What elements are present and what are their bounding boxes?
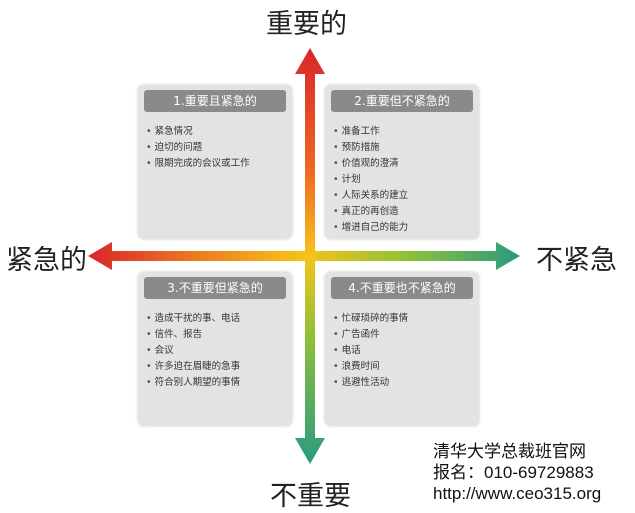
quadrant-not-important-not-urgent: 4.不重要也不紧急的 忙碌琐碎的事情 广告函件 电话 浪费时间 逃避性活动 <box>325 272 479 426</box>
horizontal-arrow <box>88 242 520 270</box>
quadrant-important-not-urgent: 2.重要但不紧急的 准备工作 预防措施 价值观的澄清 计划 人际关系的建立 真正… <box>325 85 479 239</box>
quadrant-not-important-urgent: 3.不重要但紧急的 造成干扰的事、电话 信件、报告 会议 许多迫在眉睫的急事 符… <box>138 272 292 426</box>
footer-title: 清华大学总裁班官网 <box>433 442 586 461</box>
axis-label-important: 重要的 <box>266 9 347 40</box>
list-item: 预防措施 <box>333 140 479 156</box>
footer-phone: 报名：010-69729883 <box>433 463 594 482</box>
list-item: 人际关系的建立 <box>333 188 479 204</box>
list-item: 符合别人期望的事情 <box>146 375 292 391</box>
list-item: 忙碌琐碎的事情 <box>333 311 479 327</box>
axis-label-not-important: 不重要 <box>270 481 351 512</box>
quadrant-title: 4.不重要也不紧急的 <box>331 277 473 299</box>
quadrant-title: 2.重要但不紧急的 <box>331 90 473 112</box>
footer-watermark: 清华大学总裁班官网 报名：010-69729883 http://www.ceo… <box>433 441 601 504</box>
list-item: 计划 <box>333 172 479 188</box>
footer-url: http://www.ceo315.org <box>433 484 602 503</box>
list-item: 准备工作 <box>333 124 479 140</box>
list-item: 广告函件 <box>333 327 479 343</box>
list-item: 会议 <box>146 343 292 359</box>
quadrant-title: 3.不重要但紧急的 <box>144 277 286 299</box>
list-item: 浪费时间 <box>333 359 479 375</box>
list-item: 增进自己的能力 <box>333 220 479 236</box>
list-item: 逃避性活动 <box>333 375 479 391</box>
list-item: 电话 <box>333 343 479 359</box>
axis-label-not-urgent: 不紧急 <box>536 245 617 276</box>
list-item: 限期完成的会议或工作 <box>146 156 292 172</box>
quadrant-important-urgent: 1.重要且紧急的 紧急情况 迫切的问题 限期完成的会议或工作 <box>138 85 292 239</box>
list-item: 真正的再创造 <box>333 204 479 220</box>
list-item: 迫切的问题 <box>146 140 292 156</box>
quadrant-title: 1.重要且紧急的 <box>144 90 286 112</box>
list-item: 许多迫在眉睫的急事 <box>146 359 292 375</box>
list-item: 信件、报告 <box>146 327 292 343</box>
list-item: 造成干扰的事、电话 <box>146 311 292 327</box>
list-item: 价值观的澄清 <box>333 156 479 172</box>
list-item: 紧急情况 <box>146 124 292 140</box>
vertical-arrow <box>295 48 325 464</box>
axis-label-urgent: 紧急的 <box>6 245 87 276</box>
